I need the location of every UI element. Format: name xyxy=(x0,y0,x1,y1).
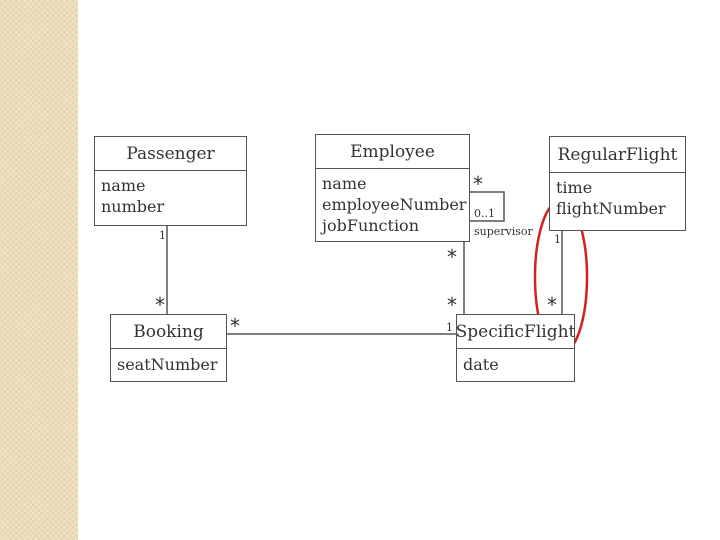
class-passenger-attributes: name number xyxy=(95,171,246,221)
class-booking-name: Booking xyxy=(111,315,226,349)
multiplicity-passenger-end: 1 xyxy=(159,229,166,242)
class-regular-flight-name: RegularFlight xyxy=(550,137,685,173)
class-booking-attributes: seatNumber xyxy=(111,349,226,379)
class-employee: Employee name employeeNumber jobFunction xyxy=(315,134,470,242)
attribute: jobFunction xyxy=(322,216,419,235)
attribute: number xyxy=(101,197,165,216)
attribute: name xyxy=(322,174,367,193)
multiplicity-employee-self-01: 0..1 xyxy=(474,207,495,220)
multiplicity-booking-to-specific: * xyxy=(230,314,240,338)
multiplicity-specific-from-regular: * xyxy=(547,293,557,317)
multiplicity-specific-from-booking: 1 xyxy=(446,321,453,334)
line-employee-self-loop xyxy=(470,191,505,222)
class-specific-flight-attributes: date xyxy=(457,349,574,379)
class-regular-flight: RegularFlight time flightNumber xyxy=(549,136,686,231)
multiplicity-employee-to-specific: * xyxy=(447,245,457,269)
multiplicity-employee-self-star: * xyxy=(473,172,483,196)
class-specific-flight-name: SpecificFlight xyxy=(456,315,575,349)
attribute: time xyxy=(556,178,593,197)
class-specific-flight: SpecificFlight date xyxy=(456,314,575,382)
class-booking: Booking seatNumber xyxy=(110,314,227,382)
role-supervisor: supervisor xyxy=(474,225,533,238)
decorative-side-strip xyxy=(0,0,78,540)
class-employee-name: Employee xyxy=(316,135,469,169)
class-passenger-name: Passenger xyxy=(95,137,246,171)
attribute: seatNumber xyxy=(117,355,218,374)
class-regular-flight-attributes: time flightNumber xyxy=(550,173,685,223)
multiplicity-regular-end: 1 xyxy=(554,233,561,246)
attribute: name xyxy=(101,176,146,195)
class-employee-attributes: name employeeNumber jobFunction xyxy=(316,169,469,240)
attribute: flightNumber xyxy=(556,199,666,218)
multiplicity-specific-from-employee: * xyxy=(447,293,457,317)
attribute: date xyxy=(463,355,499,374)
multiplicity-booking-from-passenger: * xyxy=(155,293,165,317)
attribute: employeeNumber xyxy=(322,195,467,214)
class-passenger: Passenger name number xyxy=(94,136,247,226)
